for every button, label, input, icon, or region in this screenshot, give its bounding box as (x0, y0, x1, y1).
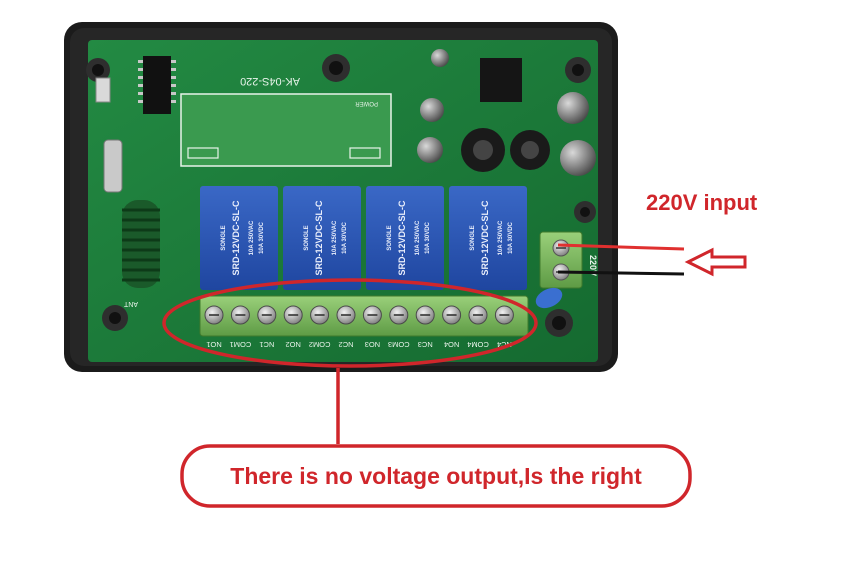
relay-2-rating-2: 10A 30VDC (342, 221, 348, 253)
ic-pins-left (138, 60, 176, 103)
relay-3: SRD-12VDC-SL-C SONGLE 10A 250VAC 10A 30V… (366, 186, 444, 290)
rf-module (180, 93, 392, 167)
relay-3-model: SRD-12VDC-SL-C (397, 200, 407, 276)
terminal-label: NC2 (338, 340, 353, 349)
relay-2-rating-1: 10A 250VAC (332, 220, 338, 255)
terminal-label: NC1 (259, 340, 274, 349)
terminal-label: COM4 (467, 340, 489, 349)
power-label: POWER (355, 100, 378, 106)
relay-3-rating-1: 10A 250VAC (415, 220, 421, 255)
relay-1-model: SRD-12VDC-SL-C (231, 200, 241, 276)
caption-text: There is no voltage output,Is the right (230, 463, 642, 489)
mounting-holes (86, 54, 596, 337)
terminal-label: COM1 (230, 340, 252, 349)
relay-4: SRD-12VDC-SL-C SONGLE 10A 250VAC 10A 30V… (449, 186, 527, 290)
ic-chip-left (143, 56, 171, 114)
relay-1-rating-1: 10A 250VAC (249, 220, 255, 255)
ic-chip-right (480, 58, 522, 102)
relay-4-model: SRD-12VDC-SL-C (480, 200, 490, 276)
terminal-labels: NO1 COM1 NC1 NO2 COM2 NC2 NO3 COM3 NC3 NO4 COM4 NC4 (206, 340, 512, 349)
input-arrow (684, 247, 747, 277)
terminal-screws (204, 305, 514, 325)
antenna-label: ANT (123, 300, 138, 307)
terminal-label: NO1 (206, 340, 221, 349)
terminal-label: COM3 (388, 340, 410, 349)
module-pad-right (349, 147, 381, 159)
output-terminal-block (199, 295, 529, 337)
pushbutton (95, 77, 111, 103)
relay-4-rating-2: 10A 30VDC (508, 221, 514, 253)
input-label: 220V input (646, 190, 758, 215)
relay-1-rating-2: 10A 30VDC (259, 221, 265, 253)
relay-2-brand: SONGLE (304, 225, 310, 250)
terminal-label: NC3 (418, 340, 433, 349)
voltage-label: 220V (588, 255, 598, 276)
relay-group: SRD-12VDC-SL-C SONGLE 10A 250VAC 10A 30V… (200, 186, 527, 290)
ceramic-capacitor (535, 287, 563, 309)
relay-2-model: SRD-12VDC-SL-C (314, 200, 324, 276)
antenna-coil (122, 200, 160, 288)
terminal-label: NO2 (285, 340, 300, 349)
terminal-label: NC4 (497, 340, 512, 349)
caption-box (180, 444, 692, 508)
terminal-label: NO3 (365, 340, 380, 349)
relay-2: SRD-12VDC-SL-C SONGLE 10A 250VAC 10A 30V… (283, 186, 361, 290)
terminal-label: COM2 (309, 340, 331, 349)
relay-1-brand: SONGLE (221, 225, 227, 250)
inductors (461, 128, 550, 172)
input-wire-red (557, 243, 685, 251)
input-wire-black (557, 270, 685, 276)
capacitors (417, 49, 596, 176)
terminal-highlight-ellipse (162, 278, 538, 368)
relay-4-brand: SONGLE (470, 225, 476, 250)
relay-4-rating-1: 10A 250VAC (498, 220, 504, 255)
input-terminal-block (539, 231, 583, 289)
relay-3-rating-2: 10A 30VDC (425, 221, 431, 253)
relay-3-brand: SONGLE (387, 225, 393, 250)
module-pad-left (187, 147, 219, 159)
crystal (103, 139, 123, 193)
terminal-label: NO4 (444, 340, 459, 349)
relay-1: SRD-12VDC-SL-C SONGLE 10A 250VAC 10A 30V… (200, 186, 278, 290)
model-label: AK-04S-220 (240, 75, 300, 87)
